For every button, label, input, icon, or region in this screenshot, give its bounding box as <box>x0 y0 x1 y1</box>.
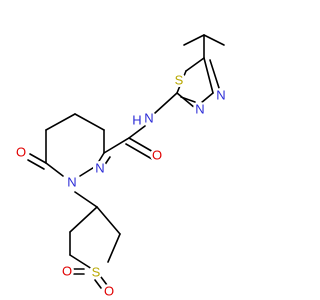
atom-n-thiadiazole-2: N <box>193 102 207 117</box>
atom-label: N <box>144 111 153 126</box>
atom-label: O <box>16 145 26 160</box>
bond-c2-n3 <box>176 92 196 109</box>
bond-carbonyl-c3 <box>103 137 130 154</box>
bond-co <box>128 137 156 154</box>
atom-s-sulfolane: S <box>89 265 103 280</box>
bond-n4-c5 <box>203 57 214 94</box>
atom-o-amide: O <box>150 148 164 163</box>
atom-o-ketone: O <box>14 145 28 160</box>
bond-c7-n1 <box>45 162 64 177</box>
bond-ketone-double <box>27 159 45 170</box>
bond-nh-carbonyl <box>128 125 146 139</box>
atom-label: N <box>216 88 225 103</box>
atom-label: N <box>67 175 76 190</box>
atom-label: N <box>95 161 104 176</box>
atom-n-thiadiazole-1: N <box>214 88 228 103</box>
bond-n4-c5-double <box>209 59 220 89</box>
atom-label: O <box>62 264 72 279</box>
bond-c5-c6 <box>45 113 76 131</box>
bond-c4-c5 <box>74 113 105 131</box>
bond-isopropyl-2 <box>203 34 225 46</box>
bonds <box>27 34 225 289</box>
bond-sulfolane-5 <box>69 206 98 233</box>
bond-so-1 <box>100 276 108 286</box>
bond-c2-n3-double <box>180 96 196 103</box>
atom-label: S <box>175 73 184 88</box>
atom-label: N <box>195 102 204 117</box>
atom-labels: S N N N H O N N <box>14 73 228 299</box>
atom-h-amide: H <box>131 113 143 128</box>
bond-so-1-double <box>94 279 102 289</box>
bond-n1-sulfolane <box>74 191 98 208</box>
bond-ketone <box>29 153 47 164</box>
atom-o-sulfone-1: O <box>102 284 116 299</box>
atom-label: O <box>152 148 162 163</box>
atom-n-ring-2: N <box>65 175 79 190</box>
atom-s-thiadiazole: S <box>172 73 186 88</box>
atom-n-amide: N <box>142 111 156 126</box>
molecule-structure: S N N N H O N N <box>14 34 228 299</box>
bond-isopropyl-1 <box>183 34 205 46</box>
bond-sulfolane-1 <box>96 206 121 235</box>
bond-sulfolane-2 <box>107 233 121 263</box>
bond-co-double <box>125 143 153 160</box>
atom-o-sulfone-2: O <box>60 264 74 279</box>
atom-label: H <box>132 113 141 128</box>
bond-c2-nh <box>154 92 178 114</box>
bond-sulfolane-3 <box>69 254 93 270</box>
atom-label: S <box>92 265 101 280</box>
bond-c5-s <box>185 57 205 72</box>
atom-label: O <box>104 284 114 299</box>
atom-n-ring-1: N <box>93 161 107 176</box>
